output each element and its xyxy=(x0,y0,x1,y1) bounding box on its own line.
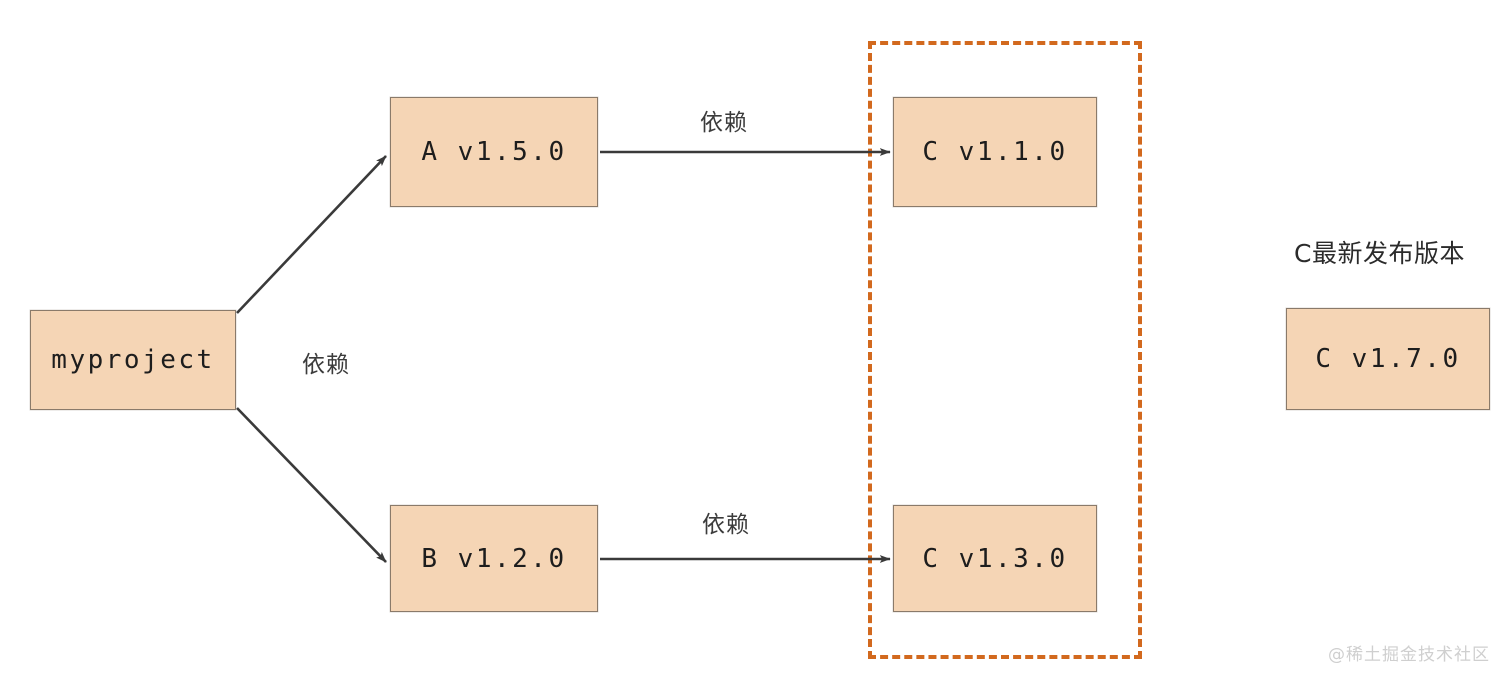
node-c-v1-3-0[interactable]: C v1.3.0 xyxy=(893,505,1097,612)
edge-myproject-to-b xyxy=(236,407,387,563)
node-b-v1-2-0[interactable]: B v1.2.0 xyxy=(390,505,598,612)
node-a-v1-5-0[interactable]: A v1.5.0 xyxy=(390,97,598,207)
edge-myproject-to-a xyxy=(236,155,387,314)
c-latest-version-caption: C最新发布版本 xyxy=(1294,239,1465,268)
watermark: @稀土掘金技术社区 xyxy=(1328,645,1490,665)
node-myproject[interactable]: myproject xyxy=(30,310,236,410)
node-a-label: A v1.5.0 xyxy=(421,137,567,167)
edge-label-myproject-to-b: 依赖 xyxy=(302,352,350,378)
resolved-c-versions-group xyxy=(868,41,1142,659)
node-c-from-b-label: C v1.3.0 xyxy=(922,543,1068,574)
node-c-v1-7-0-latest[interactable]: C v1.7.0 xyxy=(1286,308,1490,410)
edge-label-b-to-c: 依赖 xyxy=(702,512,750,538)
node-b-label: B v1.2.0 xyxy=(421,543,567,574)
node-c-latest-label: C v1.7.0 xyxy=(1315,344,1461,374)
node-c-v1-1-0[interactable]: C v1.1.0 xyxy=(893,97,1097,207)
edge-label-a-to-c: 依赖 xyxy=(700,110,748,136)
node-c-from-a-label: C v1.1.0 xyxy=(922,137,1068,167)
node-myproject-label: myproject xyxy=(51,345,215,375)
